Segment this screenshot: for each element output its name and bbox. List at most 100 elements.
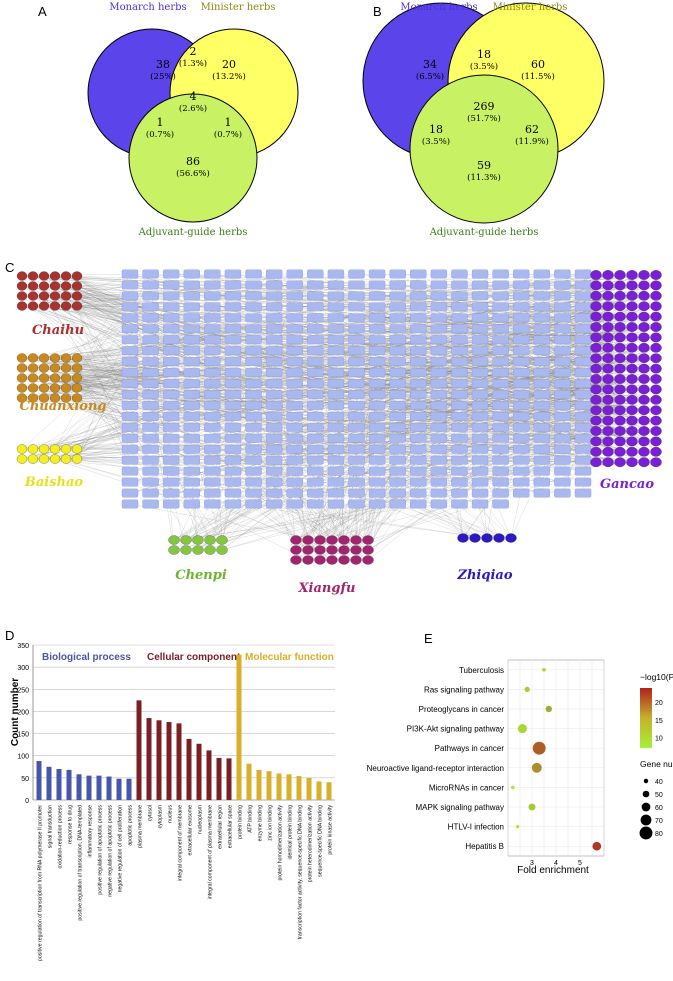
- target-node: [554, 455, 571, 465]
- herb-node-chuanxiong: [16, 373, 28, 383]
- target-node: [245, 466, 262, 476]
- target-node: [183, 444, 200, 454]
- panel-label-c: C: [5, 260, 14, 275]
- network-edge: [76, 295, 131, 379]
- target-node: [410, 313, 427, 323]
- size-legend-dot: [643, 778, 649, 784]
- target-node: [162, 335, 180, 345]
- bubble-point: [515, 824, 520, 829]
- target-node: [121, 488, 139, 498]
- herb-node-chuanxiong: [60, 393, 72, 403]
- target-node: [368, 269, 386, 279]
- target-node: [162, 291, 180, 301]
- target-node: [554, 401, 571, 410]
- herb-node-gancao: [614, 394, 626, 405]
- herb-node-baishao: [60, 444, 72, 454]
- herb-node-chaihu: [60, 281, 72, 291]
- target-node: [183, 368, 200, 377]
- venn-region-count: 59: [477, 159, 491, 172]
- target-node: [121, 411, 139, 421]
- target-node: [492, 411, 509, 421]
- network-edge: [21, 284, 192, 379]
- herb-label-gancao: Gancao: [600, 477, 654, 492]
- herb-node-gancao: [650, 405, 662, 416]
- target-node: [224, 346, 242, 356]
- bar: [236, 654, 242, 800]
- bar-category-label: positive regulation of transcription, DN…: [78, 805, 84, 921]
- target-node: [286, 346, 303, 356]
- herb-node-baishao: [49, 444, 61, 454]
- target-node: [492, 401, 509, 410]
- target-node: [245, 346, 262, 356]
- target-node: [142, 346, 159, 356]
- herb-node-gancao: [602, 311, 614, 322]
- target-node: [533, 291, 551, 301]
- target-node: [574, 433, 592, 443]
- target-node: [348, 411, 365, 421]
- herb-node-gancao: [602, 384, 614, 395]
- target-node: [245, 401, 262, 410]
- herb-node-xiangfu: [290, 555, 302, 565]
- target-node: [224, 357, 242, 367]
- target-node: [574, 291, 592, 301]
- kegg-bubble-chart: Fold enrichment −log10(P.value) Gene num…: [367, 659, 673, 876]
- herb-node-chuanxiong: [27, 383, 39, 393]
- herb-node-gancao: [590, 374, 602, 384]
- target-node: [451, 444, 468, 454]
- network-edge: [253, 503, 488, 539]
- network-edge: [459, 295, 645, 400]
- bar-ylabel: Count number: [10, 678, 21, 746]
- target-node: [471, 302, 489, 312]
- herb-node-xiangfu: [350, 535, 362, 545]
- target-node: [327, 444, 345, 454]
- target-node: [574, 422, 592, 432]
- venn-b-adjuvant-circle: [409, 74, 559, 224]
- bar: [306, 777, 312, 800]
- bar: [296, 776, 302, 800]
- target-node: [142, 433, 159, 443]
- herb-node-gancao: [650, 290, 662, 301]
- size-legend-label: 40: [655, 779, 663, 786]
- target-node: [513, 324, 530, 334]
- target-node: [533, 280, 551, 290]
- target-node: [162, 466, 180, 476]
- network-edge: [150, 460, 211, 541]
- target-node: [513, 291, 530, 301]
- target-node: [204, 477, 221, 487]
- bubble-xtick-label: 3: [530, 860, 534, 867]
- target-node: [142, 313, 159, 323]
- network-edge: [562, 328, 645, 359]
- bubble-point: [545, 705, 552, 713]
- target-node: [410, 346, 427, 356]
- bar-ytick-label: 50: [21, 776, 29, 783]
- target-node: [307, 488, 324, 498]
- bar-category-label: nucleoplasm: [198, 805, 204, 834]
- target-node: [492, 422, 509, 432]
- target-node: [121, 379, 139, 388]
- target-node: [245, 291, 262, 301]
- target-node: [471, 499, 489, 509]
- target-node: [492, 269, 509, 279]
- bar-category-label: enzyme binding: [258, 805, 264, 841]
- target-node: [471, 324, 489, 334]
- target-node: [368, 346, 386, 356]
- bar: [156, 720, 162, 800]
- venn-a-set-adjuvant: Adjuvant-guide herbs: [138, 227, 248, 238]
- target-node: [348, 291, 365, 301]
- bubble-category-label: MAPK signaling pathway: [416, 803, 505, 812]
- herb-node-chuanxiong: [38, 373, 50, 383]
- target-node: [348, 280, 365, 290]
- target-node: [574, 335, 592, 345]
- target-node: [142, 357, 159, 367]
- target-node: [533, 411, 551, 421]
- network-edge: [65, 305, 460, 340]
- target-node: [348, 401, 365, 410]
- herb-node-gancao: [614, 426, 626, 436]
- target-node: [533, 269, 551, 279]
- target-node: [513, 422, 530, 432]
- herb-node-chenpi: [216, 535, 228, 545]
- venn-a-set-minister: Minister herbs: [201, 2, 276, 13]
- herb-node-gancao: [614, 290, 626, 301]
- target-node: [471, 335, 489, 345]
- target-node: [245, 302, 262, 312]
